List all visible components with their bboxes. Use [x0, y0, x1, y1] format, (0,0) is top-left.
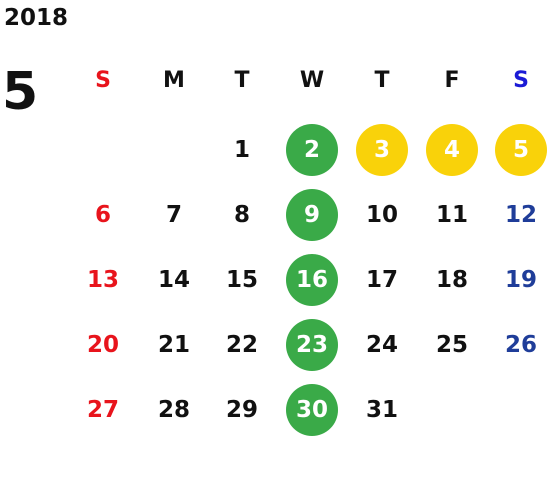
- calendar-day-30[interactable]: 30: [286, 384, 338, 436]
- year-label: 2018: [4, 5, 69, 31]
- calendar-day-28[interactable]: 28: [157, 397, 190, 423]
- weekday-header-mon: M: [163, 68, 185, 93]
- calendar-day-3[interactable]: 3: [356, 124, 408, 176]
- calendar-day-2[interactable]: 2: [286, 124, 338, 176]
- calendar-day-8[interactable]: 8: [233, 202, 250, 228]
- calendar-day-22[interactable]: 22: [225, 332, 258, 358]
- calendar-day-18[interactable]: 18: [435, 267, 468, 293]
- calendar-day-10[interactable]: 10: [365, 202, 398, 228]
- calendar-day-29[interactable]: 29: [225, 397, 258, 423]
- calendar-day-26[interactable]: 26: [504, 332, 537, 358]
- calendar-day-21[interactable]: 21: [157, 332, 190, 358]
- weekday-header-sun: S: [95, 68, 111, 93]
- calendar-day-7[interactable]: 7: [165, 202, 182, 228]
- calendar-day-24[interactable]: 24: [365, 332, 398, 358]
- calendar-day-13[interactable]: 13: [86, 267, 119, 293]
- calendar-day-5[interactable]: 5: [495, 124, 547, 176]
- weekday-header-wed: W: [299, 68, 325, 93]
- calendar-day-12[interactable]: 12: [504, 202, 537, 228]
- calendar-day-15[interactable]: 15: [225, 267, 258, 293]
- calendar-day-6[interactable]: 6: [94, 202, 111, 228]
- calendar-day-1[interactable]: 1: [233, 137, 250, 163]
- weekday-header-sat: S: [513, 68, 529, 93]
- calendar-day-31[interactable]: 31: [365, 397, 398, 423]
- weekday-header-tue: T: [234, 68, 250, 93]
- calendar-day-25[interactable]: 25: [435, 332, 468, 358]
- month-number: 5: [2, 62, 39, 122]
- calendar-day-9[interactable]: 9: [286, 189, 338, 241]
- weekday-header-thu: T: [374, 68, 390, 93]
- calendar-day-14[interactable]: 14: [157, 267, 190, 293]
- calendar-day-19[interactable]: 19: [504, 267, 537, 293]
- calendar-day-27[interactable]: 27: [86, 397, 119, 423]
- calendar-day-4[interactable]: 4: [426, 124, 478, 176]
- calendar-day-17[interactable]: 17: [365, 267, 398, 293]
- calendar-day-20[interactable]: 20: [86, 332, 119, 358]
- calendar-day-23[interactable]: 23: [286, 319, 338, 371]
- weekday-header-fri: F: [444, 68, 460, 93]
- calendar-day-11[interactable]: 11: [435, 202, 468, 228]
- calendar-day-16[interactable]: 16: [286, 254, 338, 306]
